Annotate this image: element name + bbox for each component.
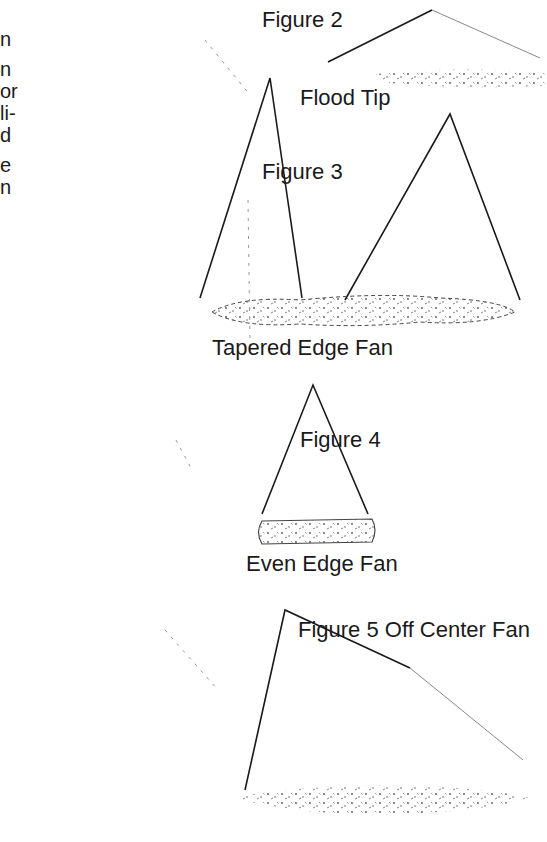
figure-caption: Tapered Edge Fan [212, 336, 393, 360]
figure-caption: Flood Tip [300, 86, 391, 110]
figure-title: Figure 2 [262, 8, 343, 32]
figure-title: Figure 5 Off Center Fan [298, 618, 530, 642]
text-fragment: or [0, 80, 18, 102]
figure-caption: Even Edge Fan [246, 552, 398, 576]
text-fragment: n [0, 176, 11, 198]
text-fragment: li- [0, 102, 16, 124]
tapered-edge-fan-figure [200, 78, 520, 326]
figure-title: Figure 3 [262, 160, 343, 184]
text-fragment: e [0, 154, 11, 176]
off-center-fan-figure [235, 610, 530, 814]
text-fragment: n [0, 58, 11, 80]
figure-title: Figure 4 [300, 428, 381, 452]
text-fragment: d [0, 124, 11, 146]
text-fragment: n [0, 28, 11, 50]
flood-tip-figure [328, 10, 545, 87]
even-edge-fan-figure [259, 385, 376, 544]
